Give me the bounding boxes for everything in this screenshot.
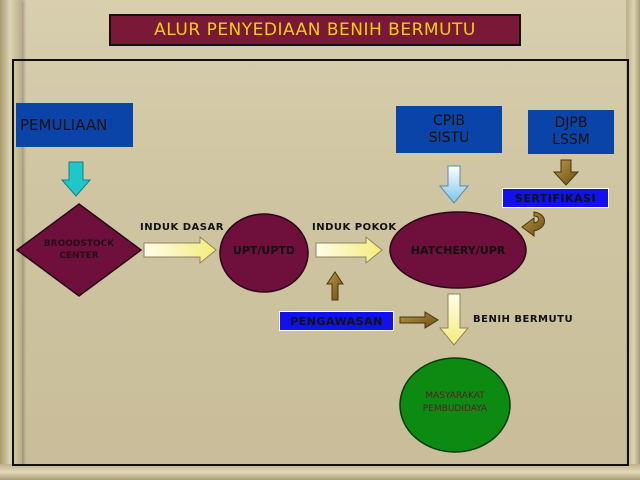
arrow-upt-to-hatchery — [315, 235, 383, 265]
pengawasan-tag: PENGAWASAN — [279, 311, 394, 331]
broodstock-diamond — [15, 203, 143, 297]
scroll-roll-right — [626, 0, 640, 480]
hatchery-label: HATCHERY/UPR — [410, 244, 506, 257]
title-box: ALUR PENYEDIAAN BENIH BERMUTU — [109, 14, 521, 46]
djpb-label-line2: LSSM — [552, 132, 590, 148]
arrow-sertifikasi-curve — [521, 211, 545, 237]
sertifikasi-label: SERTIFIKASI — [514, 191, 597, 205]
arrow-pengawasan-right — [399, 311, 439, 329]
cpib-box: CPIB SISTU — [396, 106, 502, 153]
djpb-label-line1: DJPB — [554, 115, 588, 131]
diagram-frame — [12, 59, 629, 466]
scroll-roll-bottom — [0, 464, 640, 480]
broodstock-label: BROODSTOCK CENTER — [30, 238, 128, 262]
edge-label-benih-bermutu: BENIH BERMUTU — [473, 314, 574, 325]
arrow-pemuliaan-to-broodstock — [60, 161, 92, 197]
masyarakat-label-line2: PEMBUDIDAYA — [422, 404, 488, 414]
arrow-djpb-to-sertifikasi — [552, 159, 580, 186]
sertifikasi-tag: SERTIFIKASI — [502, 188, 609, 208]
arrow-hatchery-to-masyarakat — [438, 293, 470, 346]
edge-label-induk-dasar: INDUK DASAR — [140, 222, 224, 233]
masyarakat-label-line1: MASYARAKAT — [425, 391, 485, 401]
upt-ellipse — [219, 213, 309, 293]
arrow-cpib-to-hatchery — [438, 165, 470, 204]
masyarakat-label: MASYARAKAT PEMBUDIDAYA — [405, 390, 505, 416]
arrow-pengawasan-up — [326, 271, 344, 301]
pemuliaan-box: PEMULIAAN — [16, 103, 133, 147]
hatchery-ellipse — [389, 211, 527, 289]
upt-label: UPT/UPTD — [232, 244, 296, 257]
broodstock-label-line1: BROODSTOCK — [43, 239, 115, 249]
page-title: ALUR PENYEDIAAN BENIH BERMUTU — [154, 20, 476, 40]
masyarakat-ellipse — [399, 357, 511, 453]
pemuliaan-label: PEMULIAAN — [20, 116, 108, 134]
djpb-box: DJPB LSSM — [528, 110, 614, 154]
pengawasan-label: PENGAWASAN — [290, 314, 383, 328]
cpib-label-line2: SISTU — [428, 129, 470, 146]
broodstock-label-line2: CENTER — [59, 251, 99, 261]
arrow-broodstock-to-upt — [143, 235, 217, 265]
cpib-label-line1: CPIB — [433, 112, 465, 129]
edge-label-induk-pokok: INDUK POKOK — [312, 222, 397, 233]
